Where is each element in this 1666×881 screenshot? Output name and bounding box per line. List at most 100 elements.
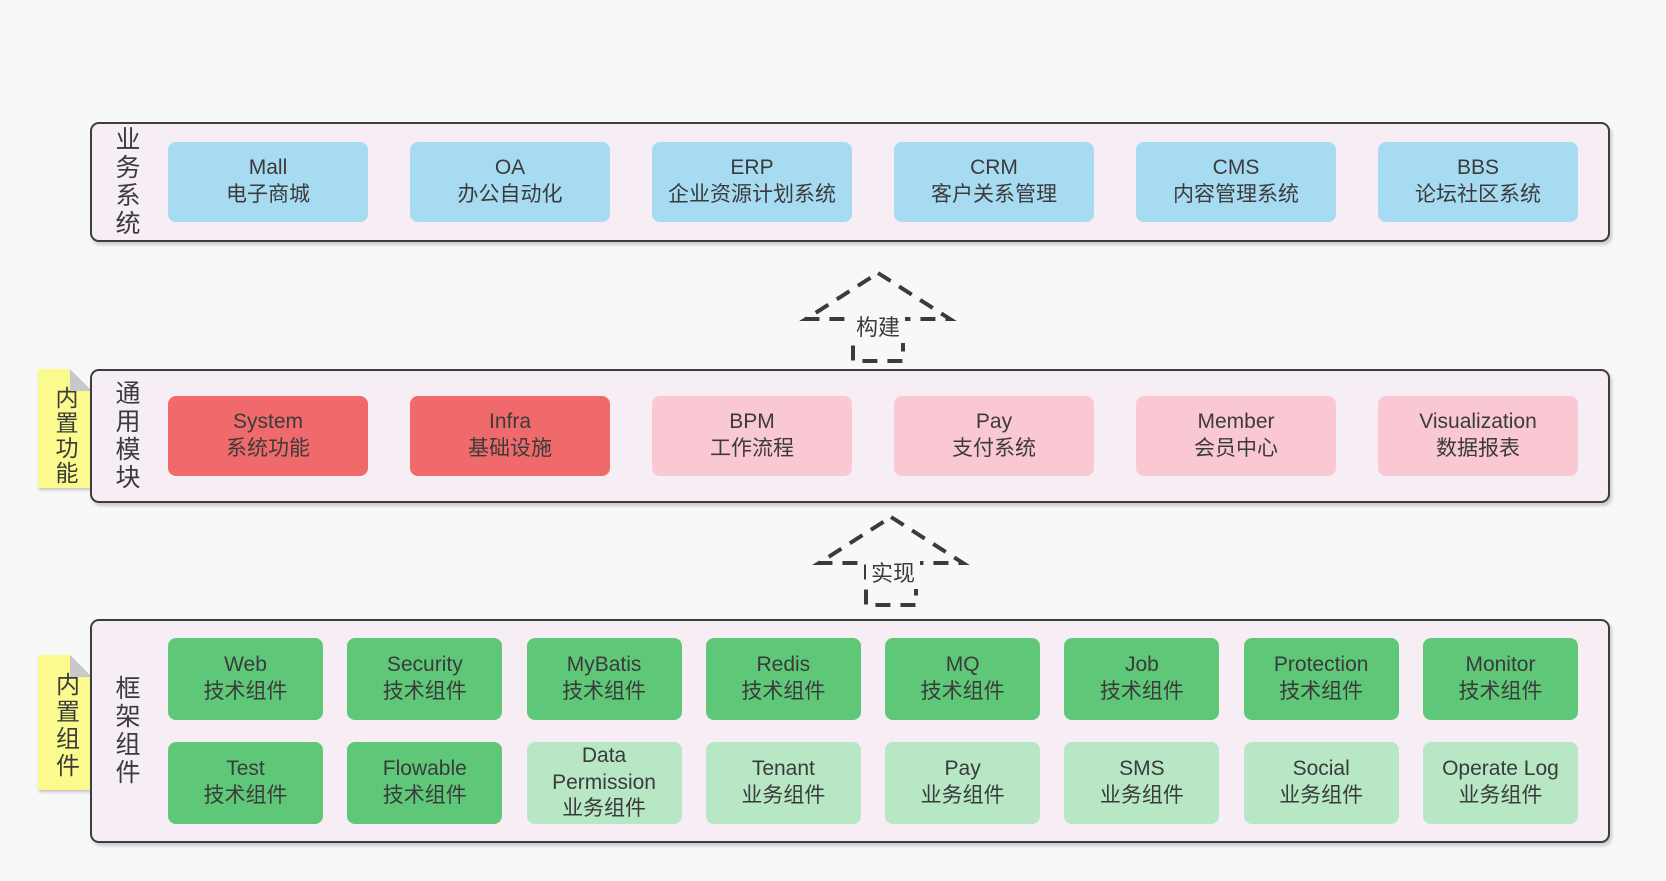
box-mq: MQ 技术组件 <box>885 638 1041 720</box>
box-subtitle: 业务组件 <box>741 784 826 807</box>
box-title: Pay <box>975 410 1013 434</box>
box-title: Protection <box>1273 653 1369 677</box>
box-protection: Protection 技术组件 <box>1243 638 1399 720</box>
framework-components-row-2: Test 技术组件 Flowable 技术组件 Data Permission … <box>168 742 1578 824</box>
box-erp: ERP 企业资源计划系统 <box>652 142 852 222</box>
box-web: Web 技术组件 <box>168 638 323 720</box>
box-subtitle: 支付系统 <box>952 437 1036 460</box>
box-subtitle: 技术组件 <box>203 784 288 807</box>
box-pay: Pay 支付系统 <box>894 396 1094 476</box>
box-flowable: Flowable 技术组件 <box>347 742 503 824</box>
box-title: Flowable <box>382 757 467 781</box>
box-title: System <box>232 410 303 434</box>
box-title: Member <box>1197 410 1275 434</box>
implement-arrow-label: 实现 <box>865 555 921 589</box>
sticky-note-builtin-features: 内置功能 <box>38 369 92 488</box>
box-subtitle: 技术组件 <box>741 680 826 703</box>
box-mall: Mall 电子商城 <box>168 142 368 222</box>
box-subtitle: 工作流程 <box>710 437 794 460</box>
box-subtitle: 技术组件 <box>382 784 467 807</box>
box-subtitle: 技术组件 <box>203 680 288 703</box>
box-oa: OA 办公自动化 <box>410 142 610 222</box>
box-subtitle: 会员中心 <box>1194 437 1278 460</box>
box-security: Security 技术组件 <box>347 638 503 720</box>
layer-framework-components: 框架组件 Web 技术组件 Security 技术组件 MyBatis 技术组件… <box>90 619 1610 843</box>
layer-business-systems: 业务系统 Mall 电子商城 OA 办公自动化 ERP 企业资源计划系统 CRM… <box>90 122 1610 242</box>
box-title: Data Permission <box>552 743 656 794</box>
box-subtitle: 内容管理系统 <box>1173 183 1299 206</box>
box-title: SMS <box>1119 757 1165 781</box>
implement-arrow <box>812 514 970 607</box>
box-mybatis: MyBatis 技术组件 <box>526 638 682 720</box>
common-modules-boxes: System 系统功能 Infra 基础设施 BPM 工作流程 Pay 支付系统… <box>144 371 1608 501</box>
box-subtitle: 办公自动化 <box>457 183 563 206</box>
sticky-note-builtin-components-text: 内置组件 <box>51 672 79 780</box>
build-arrow-label: 构建 <box>850 309 906 343</box>
box-subtitle: 客户关系管理 <box>931 183 1057 206</box>
box-bpm: BPM 工作流程 <box>652 396 852 476</box>
box-title: Web <box>224 653 267 677</box>
box-title: MQ <box>945 653 980 677</box>
box-title: Visualization <box>1419 410 1537 434</box>
box-subtitle: 企业资源计划系统 <box>668 183 836 206</box>
build-arrow <box>799 270 957 363</box>
box-subtitle: 技术组件 <box>1279 680 1364 703</box>
box-data-permission: Data Permission 业务组件 <box>526 742 682 824</box>
box-title: Tenant <box>751 757 815 781</box>
box-title: OA <box>494 156 526 180</box>
box-title: MyBatis <box>566 653 642 677</box>
box-title: ERP <box>730 156 774 180</box>
box-title: Operate Log <box>1442 757 1559 781</box>
box-title: Mall <box>248 156 288 180</box>
box-title: Security <box>386 653 463 677</box>
box-title: Job <box>1124 653 1159 677</box>
box-title: Social <box>1292 757 1350 781</box>
box-job: Job 技术组件 <box>1064 638 1220 720</box>
box-infra: Infra 基础设施 <box>410 396 610 476</box>
box-subtitle: 技术组件 <box>920 680 1005 703</box>
box-title: Infra <box>488 410 532 434</box>
box-subtitle: 业务组件 <box>1099 784 1184 807</box>
box-title: CMS <box>1212 156 1260 180</box>
box-bbs: BBS 论坛社区系统 <box>1378 142 1578 222</box>
box-operate-log: Operate Log 业务组件 <box>1422 742 1578 824</box>
box-subtitle: 业务组件 <box>1458 784 1543 807</box>
box-tenant: Tenant 业务组件 <box>705 742 861 824</box>
box-crm: CRM 客户关系管理 <box>894 142 1094 222</box>
box-subtitle: 技术组件 <box>562 680 647 703</box>
box-title: Monitor <box>1465 653 1536 677</box>
box-subtitle: 技术组件 <box>382 680 467 703</box>
box-subtitle: 论坛社区系统 <box>1415 183 1541 206</box>
box-subtitle: 业务组件 <box>1279 784 1364 807</box>
box-monitor: Monitor 技术组件 <box>1422 638 1578 720</box>
box-subtitle: 业务组件 <box>562 797 647 821</box>
box-subtitle: 数据报表 <box>1436 437 1520 460</box>
business-systems-boxes: Mall 电子商城 OA 办公自动化 ERP 企业资源计划系统 CRM 客户关系… <box>144 124 1608 240</box>
box-title: BBS <box>1456 156 1500 180</box>
layer-label-common-modules: 通用模块 <box>112 380 140 492</box>
layer-label-business-systems: 业务系统 <box>112 126 140 238</box>
box-subtitle: 业务组件 <box>920 784 1005 807</box>
box-social: Social 业务组件 <box>1243 742 1399 824</box>
box-subtitle: 基础设施 <box>468 437 552 460</box>
framework-components-rows: Web 技术组件 Security 技术组件 MyBatis 技术组件 Redi… <box>144 621 1608 841</box>
box-member: Member 会员中心 <box>1136 396 1336 476</box>
box-title: Pay <box>944 757 981 781</box>
box-subtitle: 电子商城 <box>226 183 310 206</box>
box-visualization: Visualization 数据报表 <box>1378 396 1578 476</box>
layer-common-modules: 通用模块 System 系统功能 Infra 基础设施 BPM 工作流程 Pay… <box>90 369 1610 503</box>
box-title: BPM <box>729 410 775 434</box>
box-system: System 系统功能 <box>168 396 368 476</box>
box-sms: SMS 业务组件 <box>1064 742 1220 824</box>
box-title: Redis <box>756 653 811 677</box>
framework-components-row-1: Web 技术组件 Security 技术组件 MyBatis 技术组件 Redi… <box>168 638 1578 720</box>
box-subtitle: 技术组件 <box>1099 680 1184 703</box>
box-pay-business: Pay 业务组件 <box>885 742 1041 824</box>
layer-label-framework-components: 框架组件 <box>112 675 140 787</box>
box-cms: CMS 内容管理系统 <box>1136 142 1336 222</box>
box-subtitle: 技术组件 <box>1458 680 1543 703</box>
sticky-note-builtin-features-text: 内置功能 <box>52 386 78 486</box>
box-redis: Redis 技术组件 <box>705 638 861 720</box>
sticky-note-builtin-components: 内置组件 <box>38 655 92 790</box>
box-subtitle: 系统功能 <box>226 437 310 460</box>
